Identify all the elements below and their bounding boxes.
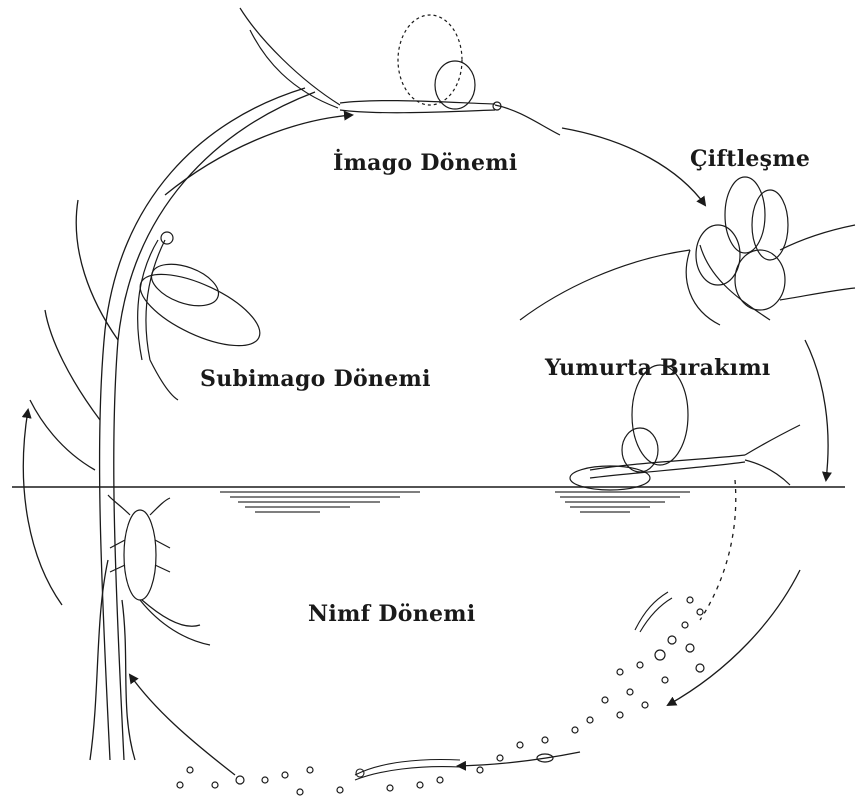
arrow-egg-to-nymph <box>668 570 800 705</box>
arrow-subimago-to-imago <box>165 115 352 195</box>
imago-insect <box>240 8 560 135</box>
label-egg-laying-stage: Yumurta Bırakımı <box>545 355 771 381</box>
nymph-insect <box>108 495 210 645</box>
arrow-nymph-bottom <box>458 752 580 766</box>
ripple-left <box>220 492 420 512</box>
ripple-right <box>555 492 690 512</box>
mating-insects <box>520 177 855 325</box>
label-nymph-stage: Nimf Dönemi <box>308 601 476 627</box>
egg-laying-insect <box>570 365 800 490</box>
arrow-imago-to-mating <box>562 128 705 205</box>
small-nymph-right <box>635 592 672 632</box>
arrow-mating-to-egg <box>805 340 828 480</box>
cycle-arrows <box>23 115 828 775</box>
label-subimago-stage: Subimago Dönemi <box>200 366 431 392</box>
small-nymph-bottom <box>355 760 460 780</box>
label-imago-stage: İmago Dönemi <box>333 150 518 176</box>
label-mating-stage: Çiftleşme <box>690 146 810 172</box>
arrow-nymph-to-stem <box>130 675 235 775</box>
